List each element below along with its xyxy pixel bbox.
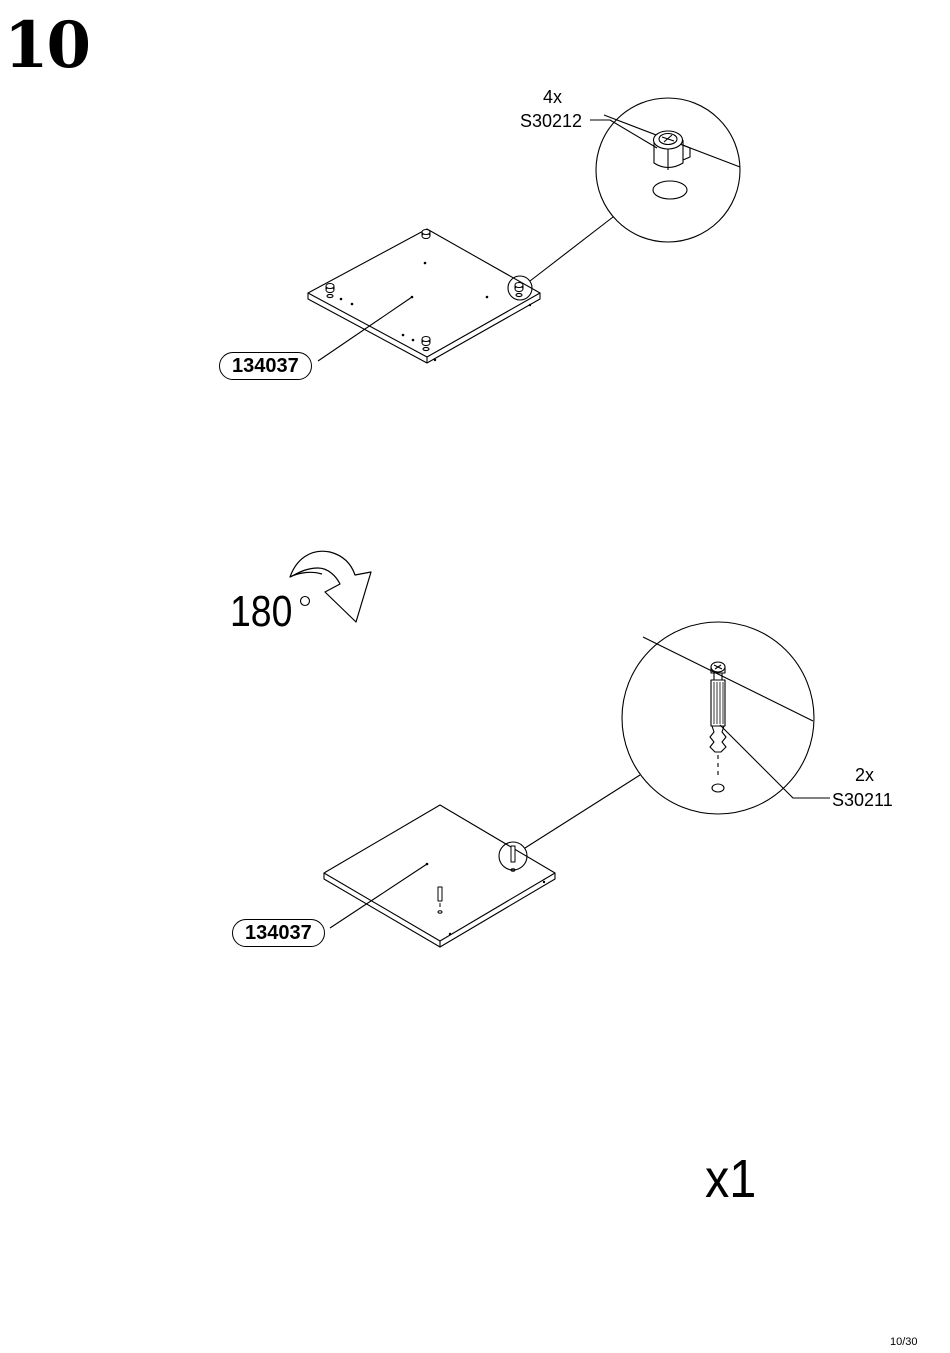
zoom-detail-cam-lock — [590, 98, 740, 242]
top-panel-drawing — [308, 217, 613, 363]
hardware-code-bottom: S30211 — [832, 791, 893, 809]
bottom-panel-drawing — [324, 775, 640, 947]
part-id-label-top: 134037 — [219, 352, 312, 380]
rotation-angle: 180 — [230, 590, 292, 634]
part-id-label-bottom: 134037 — [232, 919, 325, 947]
hardware-quantity-bottom: 2x — [855, 766, 874, 784]
zoom-detail-dowel — [622, 622, 830, 814]
page-number: 10/30 — [890, 1337, 918, 1348]
step-number: 10 — [4, 14, 89, 78]
degree-symbol — [301, 597, 310, 606]
panel-quantity: x1 — [705, 1152, 756, 1206]
rotation-arrow — [290, 551, 371, 622]
hardware-code-top: S30212 — [520, 112, 582, 130]
hardware-quantity-top: 4x — [543, 88, 562, 106]
